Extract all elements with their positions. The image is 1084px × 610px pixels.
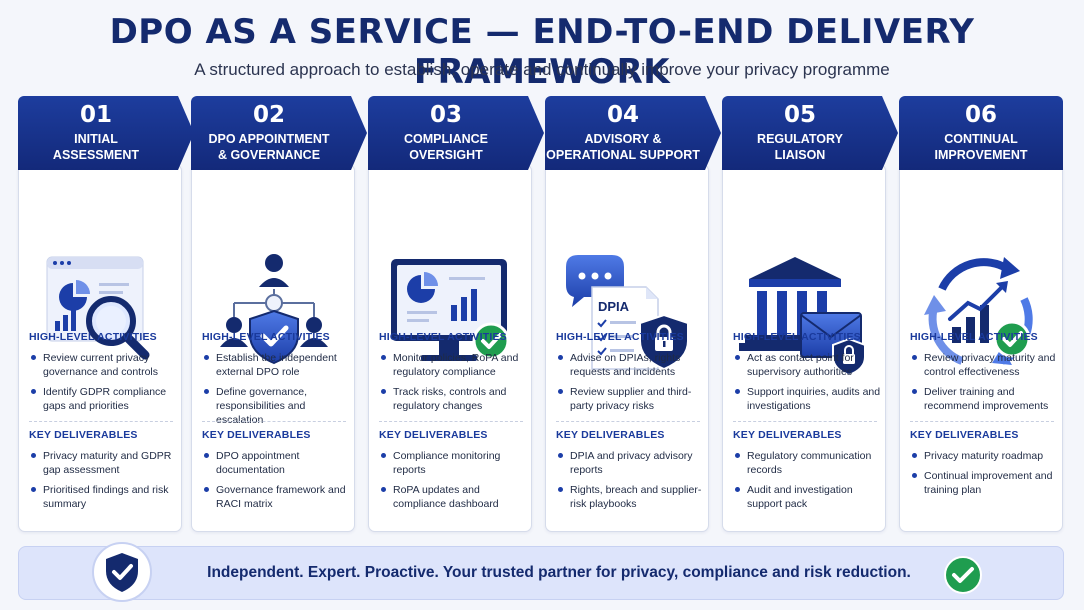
monitor-check-icon xyxy=(391,259,510,361)
deliverable-item: Audit and investigation support pack xyxy=(733,483,885,511)
step-header: 02 DPO APPOINTMENT& GOVERNANCE xyxy=(191,96,367,170)
step-card: HIGH-LEVEL ACTIVITIES Review current pri… xyxy=(18,164,182,532)
step-number: 03 xyxy=(429,102,462,128)
deliverable-item: RoPA updates and compliance dashboard xyxy=(379,483,531,511)
deliverable-item: Privacy maturity and GDPR gap assessment xyxy=(29,449,181,477)
check-circle-icon xyxy=(944,556,982,594)
step-number: 06 xyxy=(964,102,997,128)
activity-item: Review privacy maturity and control effe… xyxy=(910,351,1062,379)
step-number: 02 xyxy=(252,102,285,128)
activities-label: HIGH-LEVEL ACTIVITIES xyxy=(202,331,330,343)
deliverables-label: KEY DELIVERABLES xyxy=(202,429,311,441)
activity-item: Identify GDPR compliance gaps and priori… xyxy=(29,385,181,413)
divider xyxy=(202,421,346,422)
step-advisory-support: DPIA HIGH-LEVEL ACTIVITIES Advise on DPI… xyxy=(545,96,721,536)
activity-item: Track risks, controls and regulatory cha… xyxy=(379,385,531,413)
activities-label: HIGH-LEVEL ACTIVITIES xyxy=(29,331,157,343)
shield-check-icon xyxy=(92,542,152,602)
divider xyxy=(733,421,877,422)
step-card: HIGH-LEVEL ACTIVITIES Act as contact poi… xyxy=(722,164,886,532)
step-initial-assessment: HIGH-LEVEL ACTIVITIES Review current pri… xyxy=(18,96,194,536)
step-card: HIGH-LEVEL ACTIVITIES Establish the inde… xyxy=(191,164,355,532)
org-shield-icon xyxy=(220,254,328,365)
page-subtitle: A structured approach to establish, oper… xyxy=(194,60,890,79)
step-number: 05 xyxy=(783,102,816,128)
improvement-cycle-icon xyxy=(924,257,1033,365)
activity-item: Act as contact point for supervisory aut… xyxy=(733,351,885,379)
deliverables-label: KEY DELIVERABLES xyxy=(556,429,665,441)
deliverables-label: KEY DELIVERABLES xyxy=(910,429,1019,441)
deliverables-label: KEY DELIVERABLES xyxy=(733,429,842,441)
activities-label: HIGH-LEVEL ACTIVITIES xyxy=(379,331,507,343)
step-card: HIGH-LEVEL ACTIVITIES Review privacy mat… xyxy=(899,164,1063,532)
step-title: ADVISORY &OPERATIONAL SUPPORT xyxy=(546,132,700,162)
step-dpo-appointment: HIGH-LEVEL ACTIVITIES Establish the inde… xyxy=(191,96,367,536)
step-compliance-oversight: HIGH-LEVEL ACTIVITIES Monitor policies, … xyxy=(368,96,544,536)
activity-item: Review supplier and third-party privacy … xyxy=(556,385,708,413)
divider xyxy=(556,421,700,422)
magnifier-report-icon xyxy=(46,256,150,360)
deliverable-item: Governance framework and RACI matrix xyxy=(202,483,354,511)
tagline-banner: Independent. Expert. Proactive. Your tru… xyxy=(18,542,1064,602)
page-title: DPO AS A SERVICE — END-TO-END DELIVERY F… xyxy=(109,12,975,92)
activity-item: Review current privacy governance and co… xyxy=(29,351,181,379)
step-continual-improvement: HIGH-LEVEL ACTIVITIES Review privacy mat… xyxy=(899,96,1063,536)
activity-item: Monitor policies, RoPA and regulatory co… xyxy=(379,351,531,379)
step-number: 01 xyxy=(79,102,112,128)
step-card: HIGH-LEVEL ACTIVITIES Monitor policies, … xyxy=(368,164,532,532)
activity-item: Advise on DPIAs, rights requests and inc… xyxy=(556,351,708,379)
step-card: DPIA HIGH-LEVEL ACTIVITIES Advise on DPI… xyxy=(545,164,709,532)
deliverable-item: Compliance monitoring reports xyxy=(379,449,531,477)
divider xyxy=(910,421,1054,422)
step-number: 04 xyxy=(606,102,639,128)
activity-item: Deliver training and recommend improveme… xyxy=(910,385,1062,413)
deliverable-item: Regulatory communication records xyxy=(733,449,885,477)
step-header: 04 ADVISORY &OPERATIONAL SUPPORT xyxy=(545,96,721,170)
deliverable-item: Continual improvement and training plan xyxy=(910,469,1062,497)
framework-steps: HIGH-LEVEL ACTIVITIES Review current pri… xyxy=(18,96,1066,536)
deliverables-label: KEY DELIVERABLES xyxy=(29,429,138,441)
activities-label: HIGH-LEVEL ACTIVITIES xyxy=(733,331,861,343)
activity-item: Define governance, responsibilities and … xyxy=(202,385,354,427)
deliverables-label: KEY DELIVERABLES xyxy=(379,429,488,441)
institution-mail-icon xyxy=(739,257,866,377)
deliverable-item: Privacy maturity roadmap xyxy=(910,449,1062,463)
activities-label: HIGH-LEVEL ACTIVITIES xyxy=(910,331,1038,343)
tagline-text: Independent. Expert. Proactive. Your tru… xyxy=(207,564,911,581)
step-regulatory-liaison: HIGH-LEVEL ACTIVITIES Act as contact poi… xyxy=(722,96,898,536)
activity-item: Establish the independent external DPO r… xyxy=(202,351,354,379)
activity-item: Support inquiries, audits and investigat… xyxy=(733,385,885,413)
deliverable-item: Rights, breach and supplier-risk playboo… xyxy=(556,483,708,511)
dpia-document-icon: DPIA xyxy=(566,255,689,371)
deliverable-item: DPO appointment documentation xyxy=(202,449,354,477)
dpia-doc-label: DPIA xyxy=(598,299,630,314)
activities-label: HIGH-LEVEL ACTIVITIES xyxy=(556,331,684,343)
divider xyxy=(29,421,173,422)
deliverable-item: DPIA and privacy advisory reports xyxy=(556,449,708,477)
divider xyxy=(379,421,523,422)
deliverable-item: Prioritised findings and risk summary xyxy=(29,483,181,511)
step-title: DPO APPOINTMENT& GOVERNANCE xyxy=(208,132,330,162)
